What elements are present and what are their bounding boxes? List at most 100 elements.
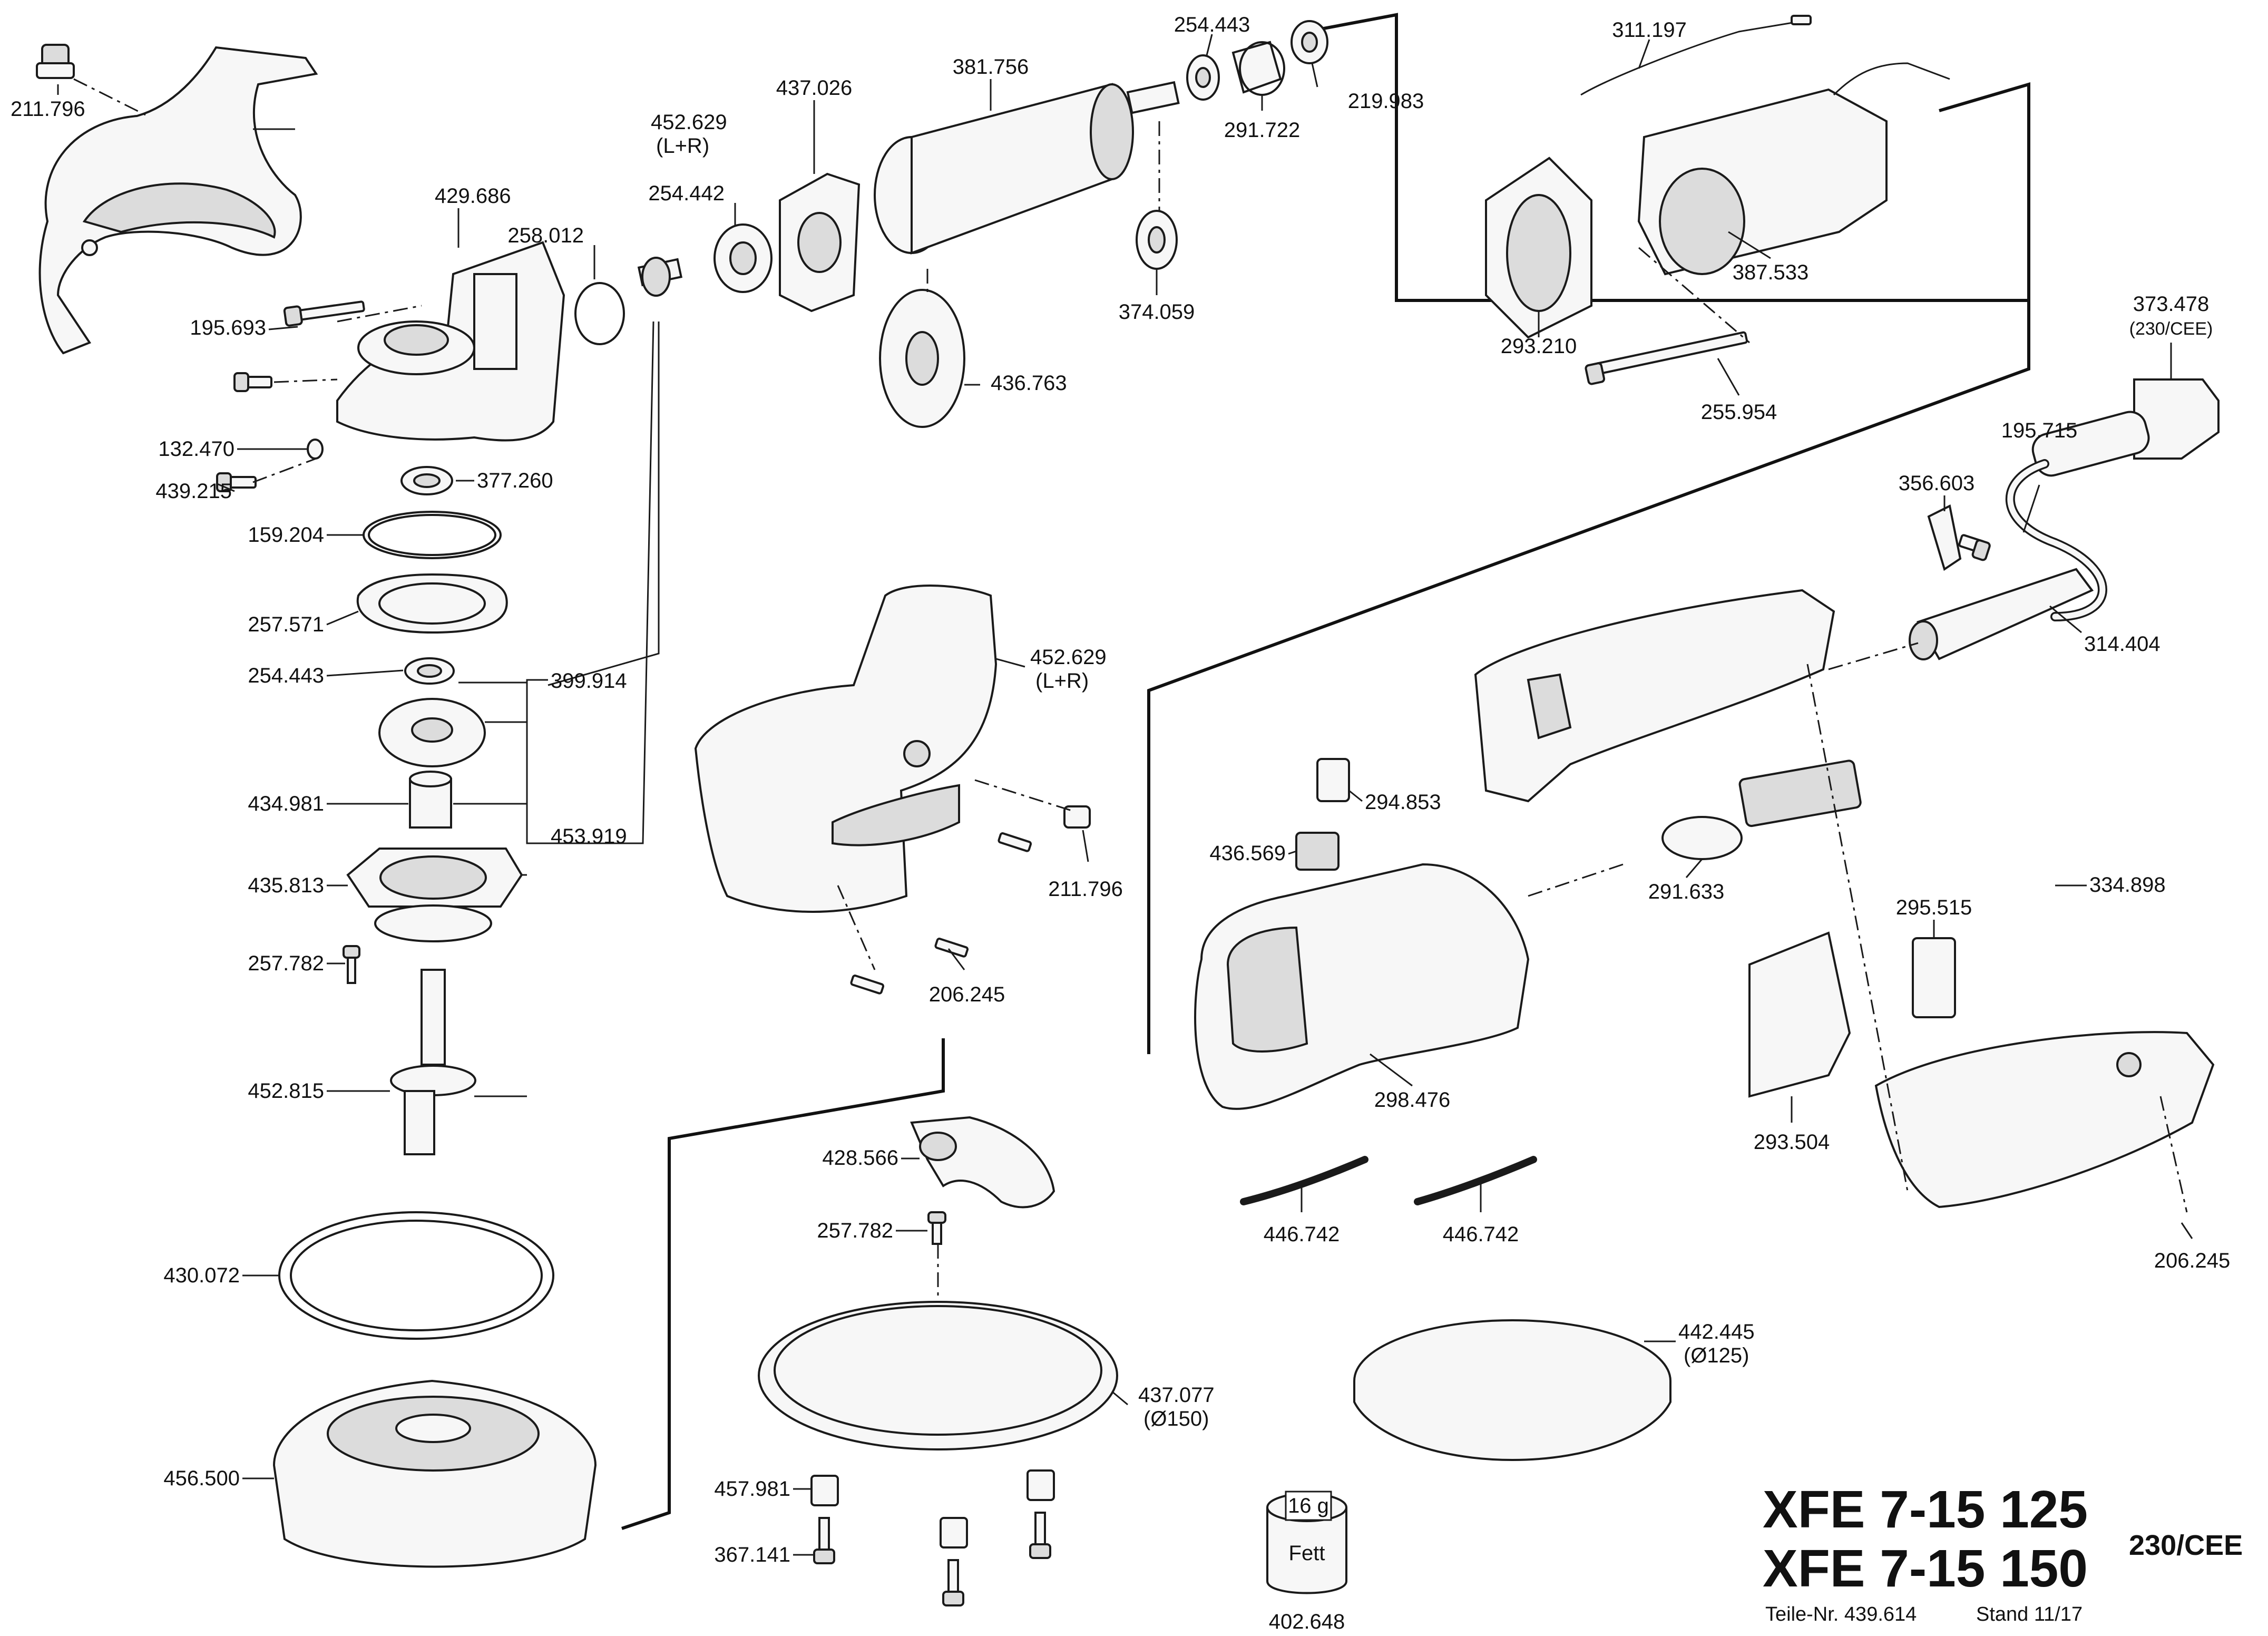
part-291-633-label: 291.633 xyxy=(1648,880,1725,903)
part-screw-small-drawing xyxy=(233,372,272,392)
part-334-898-label: 334.898 xyxy=(2089,873,2166,897)
model-title-150: XFE 7-15 150 xyxy=(1763,1539,2088,1598)
part-436-569-drawing xyxy=(1295,832,1340,871)
part-311-197-drawing xyxy=(1580,15,1812,96)
part-428-566-drawing xyxy=(910,1116,1055,1209)
assembly-axes xyxy=(73,78,2188,1302)
part-195-693-label: 195.693 xyxy=(190,316,266,339)
part-258-012-label: 258.012 xyxy=(507,224,584,247)
part-298-476-label: 298.476 xyxy=(1374,1088,1451,1112)
part-311-197-label: 311.197 xyxy=(1612,18,1687,42)
part-255-954-drawing xyxy=(1585,331,1748,385)
part-195-693-drawing xyxy=(283,300,365,327)
part-430-072-drawing xyxy=(278,1211,554,1340)
part-373-478-drawing xyxy=(2031,378,2220,477)
title-block: XFE 7-15 125 XFE 7-15 150 230/CEE Teile-… xyxy=(1763,1480,2243,1625)
part-254-443-top-drawing xyxy=(1186,54,1220,101)
part-132-470-label: 132.470 xyxy=(158,437,234,461)
frame-motor-group xyxy=(1306,13,2030,302)
part-374-059-drawing xyxy=(1136,210,1178,270)
part-254-443-top-label: 254.443 xyxy=(1174,13,1250,36)
part-257-571-drawing xyxy=(356,573,508,634)
part-254-442-drawing xyxy=(713,223,773,293)
part-442-445-sublabel: (Ø125) xyxy=(1684,1344,1749,1367)
part-399-914-label: 399.914 xyxy=(551,669,627,693)
part-439-215-drawing xyxy=(216,472,257,492)
part-381-756-drawing xyxy=(874,81,1180,255)
part-254-443-left-label: 254.443 xyxy=(248,664,324,687)
leader-lines xyxy=(57,34,2193,1556)
part-377-260-drawing xyxy=(400,466,453,495)
part-195-715-drawing xyxy=(1958,534,1991,561)
part-293-210-label: 293.210 xyxy=(1501,335,1577,358)
part-373-478-label: 373.478 xyxy=(2133,293,2210,316)
part-295-515-label: 295.515 xyxy=(1896,896,1972,919)
group-frames xyxy=(621,13,2030,1530)
part-254-443-left-drawing xyxy=(404,657,455,685)
part-293-504-label: 293.504 xyxy=(1754,1131,1830,1154)
part-430-072-label: 430.072 xyxy=(163,1264,240,1287)
part-211-796-drawing xyxy=(36,44,75,79)
part-452-629-b-label: 452.629 xyxy=(1030,646,1107,669)
part-206-245-right-label: 206.245 xyxy=(2154,1249,2231,1272)
part-435-813-drawing xyxy=(346,848,523,942)
part-255-954-label: 255.954 xyxy=(1701,401,1777,424)
part-429-686-label: 429.686 xyxy=(435,184,511,208)
part-374-059-label: 374.059 xyxy=(1119,300,1195,324)
part-257-782-mid-label: 257.782 xyxy=(817,1219,893,1242)
part-429-686-drawing xyxy=(336,241,565,442)
part-211-796-label: 211.796 xyxy=(11,98,85,121)
part-437-026-label: 437.026 xyxy=(776,76,853,100)
part-457-981-label: 457.981 xyxy=(714,1477,790,1501)
part-381-756-label: 381.756 xyxy=(953,55,1029,79)
part-435-813-label: 435.813 xyxy=(248,874,324,897)
part-293-504-drawing xyxy=(1748,931,1851,1098)
part-291-722-drawing xyxy=(1231,41,1285,96)
part-291-633-drawing xyxy=(1661,759,1862,860)
part-257-782-left-drawing xyxy=(343,945,360,984)
grease-amount-box xyxy=(1285,1491,1332,1521)
part-257-571-label: 257.571 xyxy=(248,613,324,636)
part-456-500-label: 456.500 xyxy=(163,1467,240,1490)
part-373-478-sublabel: (230/CEE) xyxy=(2129,319,2213,339)
part-446-742-a-label: 446.742 xyxy=(1264,1223,1340,1246)
part-195-715-label: 195.715 xyxy=(2001,419,2078,442)
part-cable-drawing xyxy=(2006,459,2107,621)
part-436-569-label: 436.569 xyxy=(1209,842,1286,865)
part-211-796-b-drawing xyxy=(1063,805,1091,829)
part-436-763-drawing xyxy=(879,289,965,428)
part-356-603-drawing xyxy=(1927,504,1962,571)
part-293-210-drawing xyxy=(1485,157,1592,339)
part-294-853-drawing xyxy=(1316,758,1350,802)
part-442-445-label: 442.445 xyxy=(1678,1320,1755,1343)
voltage-label: 230/CEE xyxy=(2129,1530,2243,1561)
part-437-077-label: 437.077 xyxy=(1138,1384,1215,1407)
part-442-445-drawing xyxy=(1353,1319,1671,1462)
footer-stand: Stand 11/17 xyxy=(1976,1603,2083,1625)
part-295-515-drawing xyxy=(1912,937,1956,1018)
part-314-404-drawing xyxy=(1909,568,2094,660)
model-title-125: XFE 7-15 125 xyxy=(1763,1480,2088,1539)
part-452-629-a-label: 452.629 xyxy=(651,111,727,134)
part-handle-upper-drawing xyxy=(1474,589,1835,803)
part-437-077-drawing xyxy=(758,1301,1118,1450)
part-314-404-label: 314.404 xyxy=(2084,632,2161,656)
part-437-026-drawing xyxy=(779,172,861,313)
frame-pad-group xyxy=(621,1038,945,1530)
part-434-981-drawing xyxy=(409,771,452,829)
part-367-141-label: 367.141 xyxy=(714,1543,790,1566)
part-456-500-drawing xyxy=(272,1379,597,1568)
part-387-533-drawing xyxy=(1637,62,1950,276)
part-367-141-drawing xyxy=(813,1512,1051,1606)
part-159-204-drawing xyxy=(363,511,502,559)
part-254-442-label: 254.442 xyxy=(648,182,725,205)
grease-tub: 16 g Fett xyxy=(1285,1491,1332,1565)
part-436-763-label: 436.763 xyxy=(991,372,1067,395)
part-219-983-label: 219.983 xyxy=(1348,90,1424,113)
part-452-629-b-sublabel: (L+R) xyxy=(1035,669,1089,693)
part-446-742-a-drawing xyxy=(1240,1156,1368,1205)
part-258-012-drawing xyxy=(574,282,625,345)
part-labels: 211.796452.629(L+R)429.686258.012254.442… xyxy=(11,13,2230,1633)
